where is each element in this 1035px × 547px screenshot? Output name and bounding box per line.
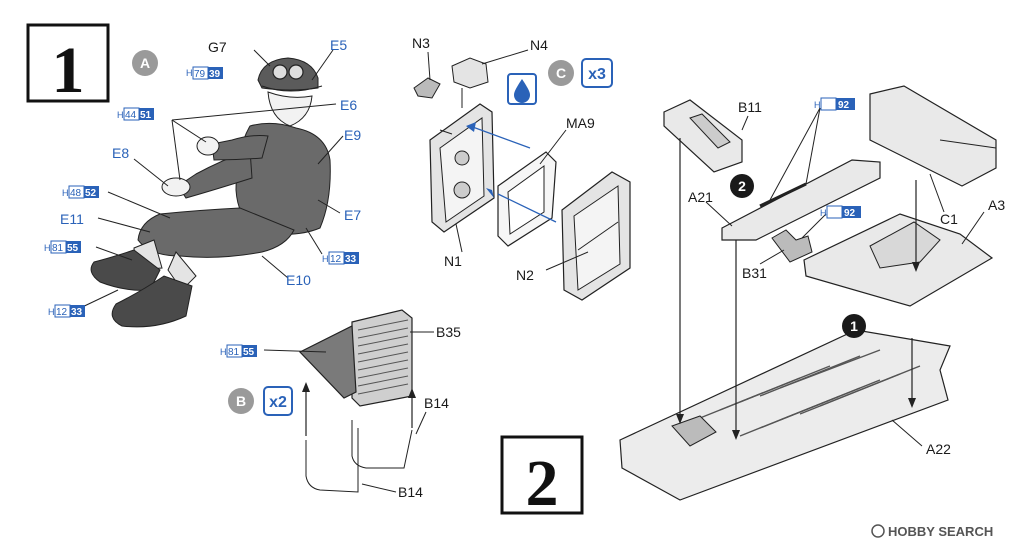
- label-b14-upper: B14: [424, 395, 449, 411]
- label-e7: E7: [344, 207, 361, 223]
- subassembly-c-marker: C x3: [548, 58, 613, 88]
- paint-code-e6: H 44 51: [117, 107, 154, 121]
- label-e10: E10: [286, 272, 311, 288]
- subassembly-c-multiplier: x3: [588, 66, 606, 83]
- label-b11: B11: [738, 99, 762, 115]
- svg-text:H: H: [44, 243, 51, 253]
- svg-text:H: H: [322, 254, 329, 264]
- watermark-text: HOBBY SEARCH: [888, 524, 993, 539]
- label-a21: A21: [688, 189, 713, 205]
- svg-text:H: H: [220, 347, 227, 357]
- paint-code-seat: H 81 55: [220, 344, 257, 358]
- svg-text:48: 48: [70, 188, 82, 199]
- paint-code-e7: H 12 33: [322, 251, 359, 265]
- svg-text:33: 33: [71, 307, 83, 318]
- svg-text:51: 51: [140, 110, 152, 121]
- subassembly-c-letter: C: [556, 65, 566, 81]
- paint-code-e11-lower: H 81 55: [44, 240, 81, 254]
- watermark: HOBBY SEARCH: [871, 524, 993, 539]
- svg-text:79: 79: [194, 69, 206, 80]
- svg-text:12: 12: [330, 254, 342, 265]
- label-b35: B35: [436, 324, 461, 340]
- paint-code-b11: H 92: [814, 97, 855, 111]
- label-c1: C1: [940, 211, 958, 227]
- seat-assembly: [299, 309, 413, 493]
- label-b14-lower: B14: [398, 484, 423, 500]
- svg-text:81: 81: [52, 243, 64, 254]
- cement-drop-icon: [507, 73, 537, 105]
- svg-text:H: H: [820, 208, 827, 218]
- subassembly-a-marker: A: [132, 50, 158, 76]
- label-b31: B31: [742, 265, 767, 281]
- svg-text:81: 81: [228, 347, 240, 358]
- label-ma9: MA9: [566, 115, 595, 131]
- svg-text:H: H: [117, 110, 124, 120]
- step-2-badge: 2: [500, 435, 584, 520]
- step-1-number: 1: [52, 34, 85, 107]
- svg-text:39: 39: [209, 69, 221, 80]
- label-n2: N2: [516, 267, 534, 283]
- label-n4: N4: [530, 37, 548, 53]
- label-a3: A3: [988, 197, 1005, 213]
- svg-text:H: H: [62, 188, 69, 198]
- step-1-badge: 1: [26, 23, 110, 107]
- soldier-figure: [90, 57, 331, 328]
- paint-code-g7: H 79 39: [186, 66, 223, 80]
- svg-text:44: 44: [125, 110, 137, 121]
- paint-code-b31: H 92: [820, 205, 861, 219]
- svg-text:12: 12: [56, 307, 68, 318]
- chassis-assembly: [619, 85, 997, 501]
- svg-text:H: H: [814, 100, 821, 110]
- paint-code-e11-upper: H 48 52: [62, 185, 99, 199]
- svg-text:1: 1: [850, 318, 858, 334]
- label-e8: E8: [112, 145, 129, 161]
- svg-text:H: H: [186, 68, 193, 78]
- label-e6: E6: [340, 97, 357, 113]
- svg-text:H: H: [48, 307, 55, 317]
- sub-step-2-marker: 2: [730, 174, 754, 198]
- subassembly-b-marker: B x2: [228, 386, 293, 416]
- label-g7: G7: [208, 39, 227, 55]
- svg-text:52: 52: [85, 188, 97, 199]
- label-e9: E9: [344, 127, 361, 143]
- jerry-can-assembly: [413, 57, 631, 301]
- svg-text:92: 92: [838, 100, 850, 111]
- label-n3: N3: [412, 35, 430, 51]
- svg-text:2: 2: [738, 178, 746, 194]
- label-e11: E11: [60, 211, 84, 227]
- label-e5: E5: [330, 37, 347, 53]
- svg-text:33: 33: [345, 254, 357, 265]
- sub-step-1-marker: 1: [842, 314, 866, 338]
- paint-code-boot: H 12 33: [48, 304, 85, 318]
- subassembly-b-multiplier: x2: [269, 394, 287, 411]
- svg-text:55: 55: [67, 243, 79, 254]
- label-n1: N1: [444, 253, 462, 269]
- step-2-number: 2: [526, 447, 559, 520]
- subassembly-b-letter: B: [236, 393, 246, 409]
- label-a22: A22: [926, 441, 951, 457]
- svg-text:92: 92: [844, 208, 856, 219]
- svg-text:55: 55: [243, 347, 255, 358]
- subassembly-a-letter: A: [140, 55, 150, 71]
